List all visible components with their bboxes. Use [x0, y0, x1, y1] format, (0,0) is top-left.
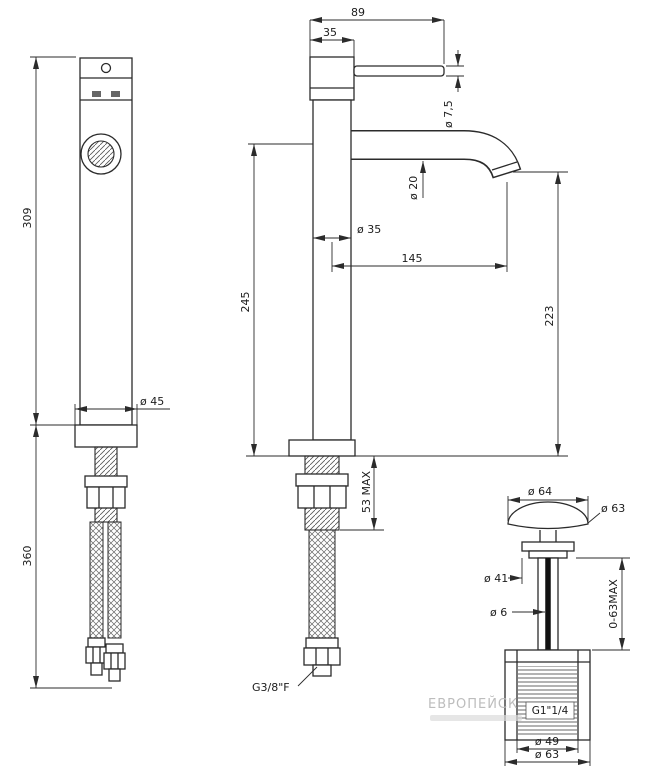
watermark: ЕВРОПЕЙСК [428, 696, 522, 721]
dimension-d64: ø 64 [507, 485, 589, 521]
waste-cap [507, 501, 589, 530]
aerator-face [87, 140, 115, 168]
dimension-d49: ø 49 [516, 735, 579, 753]
dimension-d63-top: ø 63 [587, 502, 625, 524]
thread-g114-label: G1"1/4 [532, 705, 569, 717]
dim-d41-label: ø 41 [484, 572, 508, 585]
cold-indicator [111, 91, 120, 97]
dim-245-label: 245 [239, 292, 252, 313]
dimension-d41: ø 41 [484, 558, 523, 585]
dim-360-label: 360 [21, 546, 34, 567]
thread-g38-label: G3/8"F [252, 681, 290, 694]
dim-d20-label: ø 20 [407, 176, 420, 200]
dim-145-label: 145 [402, 252, 423, 265]
dim-53max-label: 53 MAX [360, 471, 373, 514]
dim-d75-label: ø 7,5 [442, 100, 455, 128]
dim-d49-label: ø 49 [535, 735, 559, 748]
dim-d35-label: ø 35 [357, 223, 381, 236]
waste-flange-lower [528, 550, 568, 559]
dimension-d20: ø 20 [407, 161, 426, 200]
dimension-223: 223 [513, 171, 568, 456]
base-flange-front [74, 424, 138, 448]
waste-flange-upper [521, 541, 575, 552]
aerator-joint-line [491, 161, 518, 171]
dimension-d6: ø 6 [490, 606, 545, 619]
washer-front [84, 475, 128, 488]
dim-d6-label: ø 6 [490, 606, 507, 619]
lever-handle [353, 65, 445, 77]
dim-223-label: 223 [543, 306, 556, 327]
washer-side [295, 473, 349, 487]
mounting-nut-front [86, 486, 126, 509]
dim-d63-bottom-label: ø 63 [535, 748, 559, 761]
dimension-89: 89 [310, 6, 444, 23]
dimension-309: 309 [21, 56, 76, 426]
faucet-body-front [79, 57, 133, 426]
thread-callout-g114: G1"1/4 [525, 701, 575, 720]
drain-view: ø 64 ø 63 ø 41 ø 6 [484, 485, 630, 766]
dim-309-label: 309 [21, 208, 34, 229]
dimension-145: 145 [331, 182, 508, 272]
top-pin [100, 62, 112, 74]
cartridge-cap [309, 56, 355, 101]
base-flange-side [288, 439, 356, 457]
watermark-text: ЕВРОПЕЙСК [428, 696, 518, 712]
dimension-d63-bottom: ø 63 [504, 740, 591, 766]
dimension-245: 245 [239, 143, 313, 456]
hose-fitting-right [103, 643, 126, 682]
mounting-nut-side [297, 485, 347, 509]
dimension-53max: 53 MAX [340, 456, 384, 531]
side-view: 89 35 ø 7,5 ø 20 [239, 6, 568, 694]
hose-fitting-side [303, 637, 341, 677]
dim-d63-top-label: ø 63 [601, 502, 625, 515]
thread-callout-g38: G3/8"F [252, 666, 318, 694]
dimension-360: 360 [21, 425, 112, 689]
dimension-35: 35 [310, 26, 354, 43]
dimension-d75: ø 7,5 [442, 50, 464, 128]
dimension-travel: 0-63MAX [576, 557, 630, 651]
front-view: 309 360 ø 45 [21, 56, 170, 689]
flex-hose-right [107, 521, 122, 639]
watermark-smallprint [430, 715, 522, 721]
dimension-d45: ø 45 [74, 395, 170, 425]
dim-35-label: 35 [323, 26, 337, 39]
dim-89-label: 89 [351, 6, 365, 19]
dimension-d35: ø 35 [313, 223, 381, 241]
waste-body-threads [518, 666, 577, 736]
hot-indicator [92, 91, 101, 97]
flex-hose-left [89, 521, 104, 639]
dim-d45-label: ø 45 [140, 395, 164, 408]
dim-travel-label: 0-63MAX [607, 579, 620, 629]
flex-hose-side [308, 529, 336, 639]
dim-d64-label: ø 64 [528, 485, 552, 498]
